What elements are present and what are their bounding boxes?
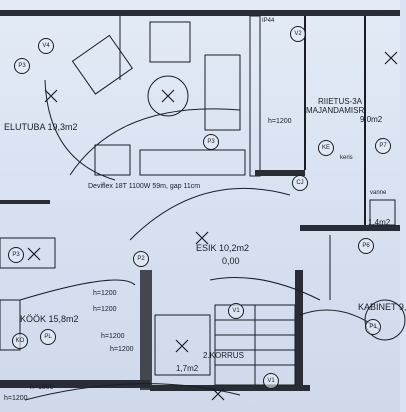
wire-arc (129, 187, 291, 241)
ceiling-light-fixture (147, 75, 189, 117)
wall (249, 15, 261, 177)
switch-symbol: V4 (38, 38, 54, 54)
wall (150, 385, 310, 391)
staircase (214, 304, 296, 386)
wall (300, 225, 400, 231)
cabinet (204, 54, 241, 131)
armchair (149, 21, 191, 63)
table (154, 314, 211, 376)
counter (0, 237, 56, 269)
room-label-majandamisr: MAJANDAMISR. (306, 106, 367, 115)
socket-symbol: P1 (365, 319, 381, 335)
counter (0, 299, 21, 351)
switch-symbol: V2 (290, 26, 306, 42)
sofa (139, 149, 246, 176)
room-value-esik: 0,00 (222, 256, 240, 266)
top-wall (0, 10, 400, 16)
height-label: h=1800 (30, 384, 54, 391)
socket-symbol: P7 (375, 138, 391, 154)
door-swing (364, 299, 406, 341)
switch-symbol: V1 (263, 373, 279, 389)
wall (140, 270, 152, 390)
outlet-symbol: KE (318, 140, 334, 156)
height-label: h=1200 (93, 290, 117, 297)
room-label-vanna: vanne (370, 190, 387, 196)
wire-arc (209, 277, 321, 301)
wall (255, 170, 305, 176)
height-label: h=1200 (93, 306, 117, 313)
height-label: h=1200 (4, 395, 28, 402)
wire-arc (44, 79, 116, 181)
socket-symbol: P2 (133, 251, 149, 267)
switch-symbol: V1 (228, 303, 244, 319)
room-area-saun: 9,0m2 (360, 115, 383, 124)
shower (369, 199, 396, 226)
room-label-kabinet: KABINET 9, (358, 302, 406, 312)
socket-symbol: P3 (14, 58, 30, 74)
wall (295, 270, 303, 390)
partial-label: IP44 (262, 18, 275, 24)
outlet-symbol: PL (40, 329, 56, 345)
height-label: h=1200 (268, 118, 292, 125)
socket-symbol: P3 (203, 134, 219, 150)
room-label-keris: keris (340, 155, 353, 161)
room-label-korrus: 2.KORRUS (203, 351, 244, 360)
height-label: h=1200 (101, 333, 125, 340)
wall (0, 200, 50, 204)
wire-arc (19, 279, 136, 301)
bottom-wall (0, 380, 150, 388)
wire-arc (69, 108, 241, 176)
room-label-esik: ESIK 10,2m2 (196, 243, 250, 253)
room-label-riietus: RIIETUS-3A (318, 97, 363, 106)
room-label-kook: KÖÖK 15,8m2 (20, 314, 79, 324)
wire-arc (24, 383, 241, 401)
fireplace (94, 144, 131, 176)
ceiling-lights (27, 51, 398, 401)
room-area-wc2: 1,7m2 (176, 364, 199, 373)
heating-cable-note: Deviflex 18T 1100W 59m, gap 11cm (88, 183, 201, 190)
armchair (71, 34, 134, 95)
socket-symbol: P6 (358, 238, 374, 254)
socket-symbol: P3 (8, 247, 24, 263)
outlet-symbol: CJ (292, 175, 308, 191)
room-area-wc: 1,4m2 (368, 218, 391, 227)
height-label: h=1200 (110, 346, 134, 353)
room-label-elutuba: ELUTUBA 19,3m2 (4, 122, 78, 132)
outlet-symbol: KO (12, 333, 28, 349)
